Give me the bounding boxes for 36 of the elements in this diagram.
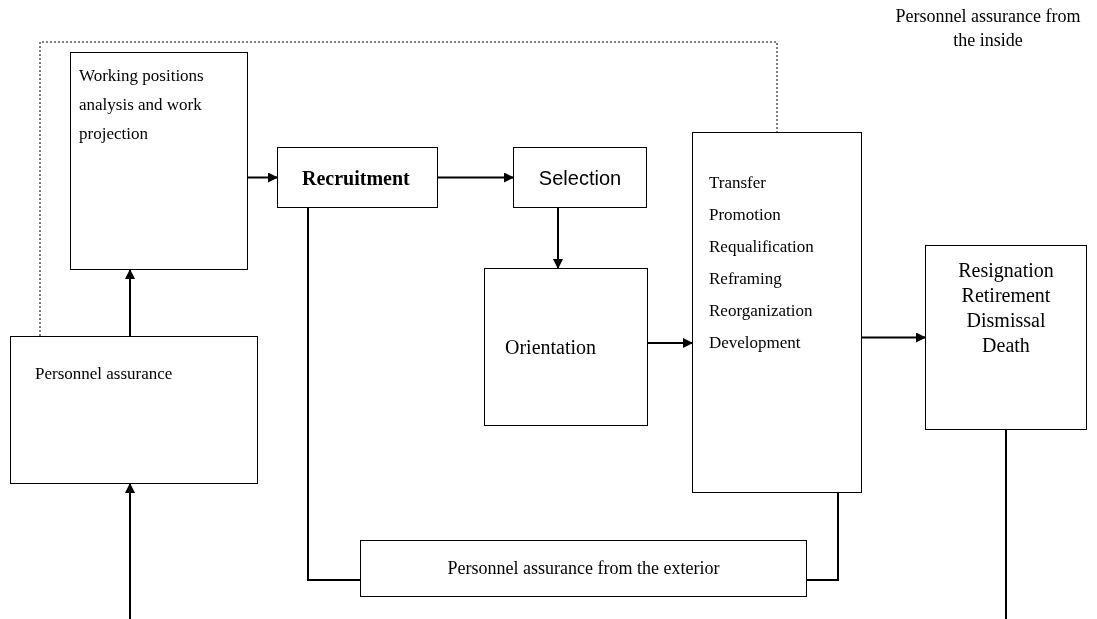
arrow	[553, 207, 563, 269]
arrow	[437, 172, 514, 183]
box-text: Dismissal	[966, 308, 1046, 333]
process-box	[513, 147, 647, 208]
box-text: Personnel assurance	[35, 363, 173, 385]
process-box	[692, 132, 862, 493]
box-text: Death	[982, 333, 1030, 358]
arrow	[647, 338, 693, 348]
note-text: Personnel assurance from the inside	[894, 5, 1082, 52]
box-text: Promotion	[709, 205, 781, 225]
box-text: Reframing	[709, 269, 782, 289]
arrow	[125, 483, 135, 619]
box-text: Transfer	[709, 173, 766, 193]
connector-line	[1005, 429, 1007, 619]
connector-line	[307, 207, 361, 581]
box-text: Development	[709, 333, 801, 353]
process-box	[484, 268, 648, 426]
process-box	[360, 540, 807, 597]
process-box	[10, 336, 258, 484]
process-box	[277, 147, 438, 208]
arrow	[861, 332, 926, 343]
dotted-connector	[39, 41, 778, 337]
box-text: Orientation	[505, 335, 597, 360]
box-text: Retirement	[961, 283, 1051, 308]
box-text: Resignation	[958, 258, 1054, 283]
connector-line	[806, 492, 839, 581]
box-text: Recruitment	[302, 165, 410, 191]
box-text: Selection	[538, 165, 622, 191]
box-text: Personnel assurance from the exterior	[447, 557, 720, 580]
box-text: Requalification	[709, 237, 814, 257]
box-text: Reorganization	[709, 301, 813, 321]
box-text: Working positions analysis and work projection	[79, 65, 205, 145]
process-box	[70, 52, 248, 270]
arrow	[247, 172, 278, 183]
process-box	[925, 245, 1087, 430]
arrow	[125, 269, 135, 337]
